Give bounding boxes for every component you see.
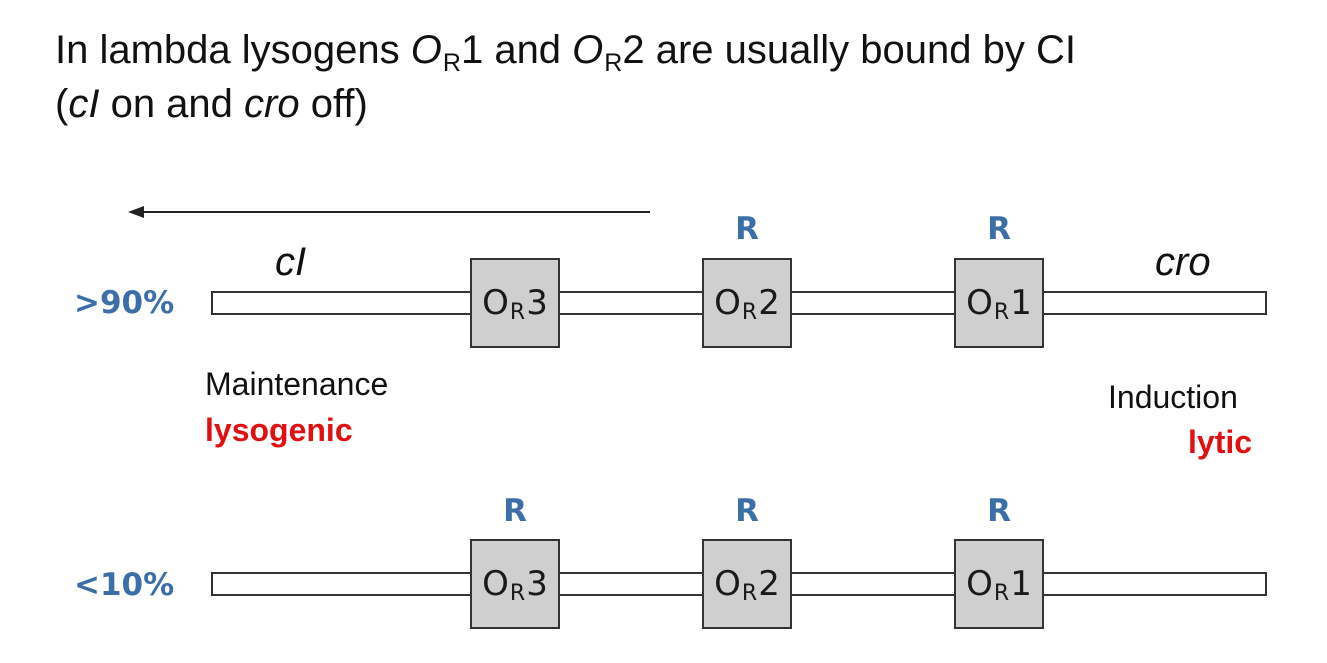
title-open-paren: ( (55, 82, 69, 126)
title-op2-sub: R (604, 49, 623, 77)
lytic-label: lytic (1188, 424, 1253, 460)
op-num: 3 (526, 564, 548, 604)
op-sub: R (993, 299, 1010, 325)
op-main: O (714, 564, 741, 604)
op-main: O (714, 283, 741, 323)
repressor-bottom-or2: R (735, 493, 759, 529)
op-num: 2 (758, 564, 780, 604)
op-num: 2 (758, 283, 780, 323)
op-num: 1 (1010, 564, 1032, 604)
repressor-bottom-or1: R (987, 493, 1011, 529)
title-op2-main: O (572, 28, 604, 72)
title-line-1: In lambda lysogens OR1 and OR2 are usual… (55, 27, 1076, 78)
op-num: 1 (1010, 283, 1032, 323)
title-op2-num: 2 (622, 28, 645, 72)
title-op1-main: O (410, 28, 442, 72)
gene-ci-label: cI (275, 240, 307, 284)
title-op1-num: 1 (460, 28, 484, 72)
op-sub: R (509, 299, 526, 325)
transcription-arrow (128, 206, 650, 218)
lysogenic-label: lysogenic (205, 412, 353, 448)
title-mid: on and (99, 82, 245, 126)
op-main: O (966, 564, 993, 604)
op-num: 3 (526, 283, 548, 323)
induction-label: Induction (1108, 379, 1238, 415)
op-sub: R (509, 580, 526, 606)
percent-bottom: <10% (74, 567, 175, 603)
title-op1-sub: R (442, 49, 461, 77)
gene-cro-label: cro (1155, 240, 1211, 284)
maintenance-label: Maintenance (205, 366, 389, 402)
op-sub: R (993, 580, 1010, 606)
title-middle: and (483, 28, 573, 72)
arrow-head (128, 206, 144, 218)
op-main: O (482, 564, 509, 604)
percent-top: >90% (74, 285, 175, 321)
title-suffix: are usually bound by CI (644, 28, 1076, 72)
op-sub: R (741, 580, 758, 606)
title-gene-ci: cI (68, 82, 100, 126)
title-gene-cro: cro (244, 82, 300, 126)
op-main: O (482, 283, 509, 323)
repressor-top-or2: R (735, 211, 759, 247)
op-sub: R (741, 299, 758, 325)
op-main: O (966, 283, 993, 323)
title-close: off) (299, 82, 368, 126)
repressor-top-or1: R (987, 211, 1011, 247)
title-line-2: (cI on and cro off) (55, 81, 368, 127)
repressor-bottom-or3: R (503, 493, 527, 529)
title-prefix: In lambda lysogens (55, 28, 411, 72)
